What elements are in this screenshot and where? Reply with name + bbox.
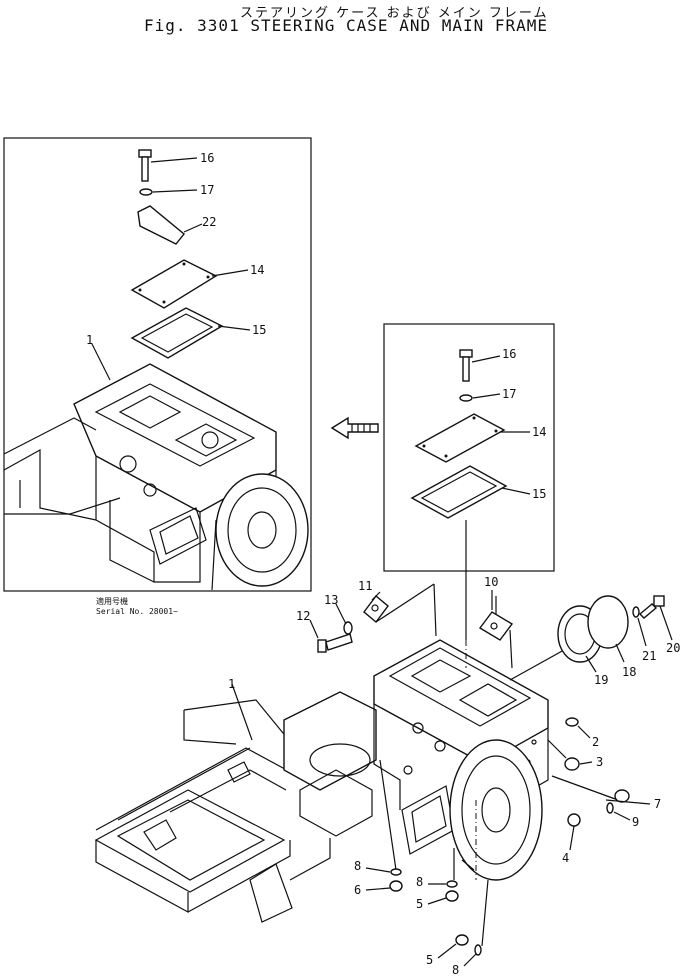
callout-20: 20 [666, 641, 680, 655]
callout-4: 4 [562, 851, 569, 865]
leader-5a [427, 897, 447, 905]
assembly-line-plug-6 [379, 759, 397, 871]
callout-2: 2 [592, 735, 599, 749]
washer-13 [343, 621, 353, 635]
leader-4 [569, 825, 575, 851]
plug-4 [567, 813, 581, 827]
steering-case-main [373, 639, 549, 881]
title-japanese: ステアリング ケース および メイン フレーム [240, 6, 549, 21]
leader-8a [365, 867, 391, 873]
leader-21 [637, 617, 647, 647]
leader-1-main [231, 683, 253, 741]
gasket-15-right [410, 465, 531, 519]
leader-7 [605, 799, 651, 805]
plug-5-b [455, 934, 469, 946]
figure-title: Fig. 3301 STEERING CASE AND MAIN FRAME [144, 16, 549, 35]
serial-note-line2: Serial No. 28001~ [96, 607, 178, 616]
gasket-15-inset [130, 307, 251, 359]
bracket-10 [478, 596, 514, 669]
callout-22: 22 [202, 215, 216, 229]
bolt-12 [317, 633, 353, 653]
washer-8-c [474, 944, 482, 956]
callout-16-inset: 16 [200, 151, 214, 165]
callout-9: 9 [632, 815, 639, 829]
serial-applicability-note: 適用号機 Serial No. 28001~ [96, 597, 178, 617]
leader-11 [371, 591, 381, 601]
callout-14-right: 14 [532, 425, 546, 439]
leader-19 [585, 655, 597, 673]
assembly-line-plug-7 [551, 775, 619, 801]
inset-frame-right [383, 323, 555, 572]
washer-8-b [446, 880, 458, 888]
callout-1-inset: 1 [86, 333, 93, 347]
callout-8-b: 8 [416, 875, 423, 889]
serial-note-line1: 適用号機 [96, 597, 128, 606]
leader-1-inset [91, 343, 111, 381]
cover-14-inset [130, 259, 249, 309]
leader-6 [365, 887, 391, 891]
assembly-line-plug-3 [547, 739, 567, 759]
plug-3 [564, 757, 593, 771]
callout-6: 6 [354, 883, 361, 897]
callout-3: 3 [596, 755, 603, 769]
plug-5-a [445, 890, 459, 902]
reference-arrow-icon [330, 416, 379, 440]
bolt-16-inset [138, 149, 198, 182]
callout-17-right: 17 [502, 387, 516, 401]
cover-18 [587, 595, 629, 649]
callout-13: 13 [324, 593, 338, 607]
callout-11: 11 [358, 579, 372, 593]
bracket-11 [363, 583, 437, 637]
callout-7: 7 [654, 797, 661, 811]
callout-19: 19 [594, 673, 608, 687]
callout-15-inset: 15 [252, 323, 266, 337]
main-frame-1 [94, 691, 377, 923]
plug-7 [614, 789, 630, 803]
cover-14-right [414, 413, 530, 463]
bolt-20 [638, 595, 665, 619]
leader-18 [615, 643, 625, 663]
callout-5-a: 5 [416, 897, 423, 911]
washer-21 [632, 606, 640, 618]
callout-18: 18 [622, 665, 636, 679]
plug-6 [389, 880, 403, 892]
callout-12: 12 [296, 609, 310, 623]
oring-9 [606, 802, 614, 814]
leader-8c [463, 953, 477, 967]
washer-17-right [459, 393, 501, 402]
washer-8-a [390, 868, 402, 876]
leader-13 [335, 603, 347, 625]
callout-1-main: 1 [228, 677, 235, 691]
leader-12 [309, 619, 319, 639]
assembly-line-plug-5 [481, 879, 489, 947]
inset-frame-left [3, 137, 312, 592]
bolt-16-right [459, 349, 501, 382]
leader-9 [613, 811, 631, 821]
callout-10: 10 [484, 575, 498, 589]
callout-14-inset: 14 [250, 263, 264, 277]
callout-15-right: 15 [532, 487, 546, 501]
leader-5b [437, 943, 457, 959]
washer-17-inset [139, 188, 198, 196]
callout-17-inset: 17 [200, 183, 214, 197]
plug-2 [565, 717, 591, 739]
callout-8-a: 8 [354, 859, 361, 873]
leader-20 [659, 605, 673, 641]
callout-5-b: 5 [426, 953, 433, 967]
bracket-22-inset [137, 205, 203, 245]
callout-8-c: 8 [452, 963, 459, 976]
steering-case-inset [3, 363, 309, 591]
callout-21: 21 [642, 649, 656, 663]
callout-16-right: 16 [502, 347, 516, 361]
